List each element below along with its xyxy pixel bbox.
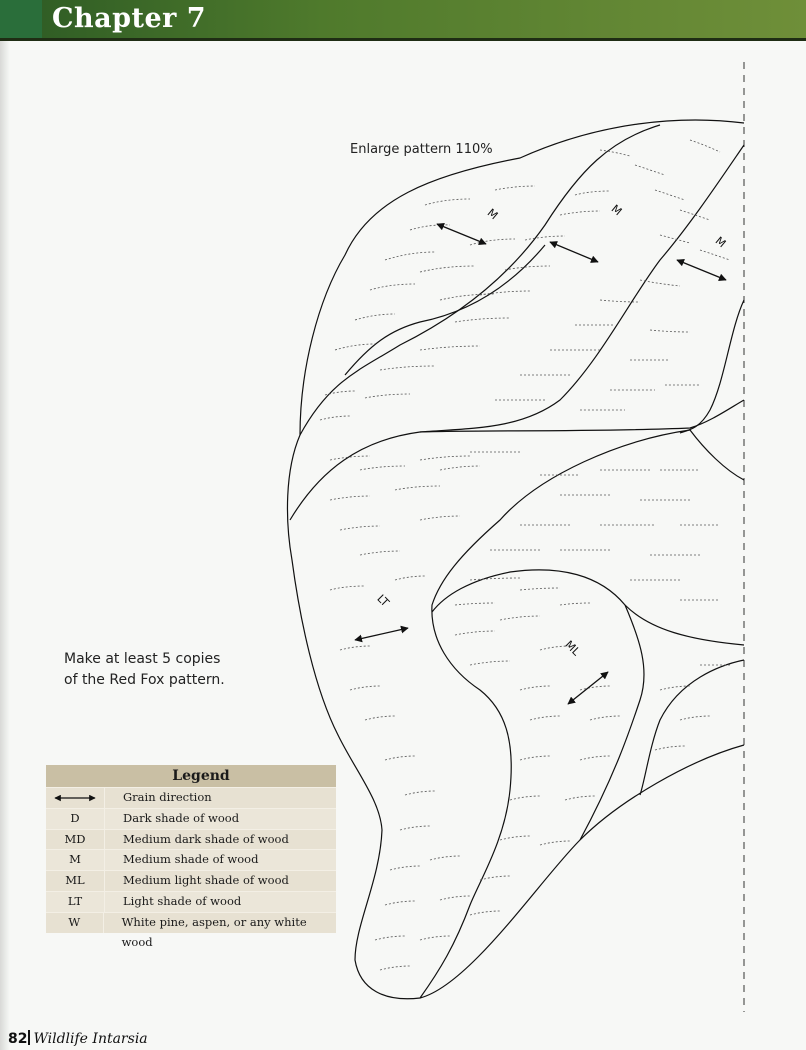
legend-key: ML [46, 871, 105, 891]
pattern-line-1 [299, 124, 661, 436]
legend-key: LT [46, 891, 105, 912]
piece-label-ml: ML [562, 638, 583, 659]
legend-row: LT Light shade of wood [46, 890, 336, 912]
legend-key: MD [46, 829, 105, 850]
book-title: Wildlife Intarsia [33, 1031, 148, 1047]
enlarge-note: Enlarge pattern 110% [350, 142, 493, 157]
legend-key: D [46, 808, 105, 829]
legend-desc: Light shade of wood [123, 893, 242, 908]
grain-arrow-ml [567, 671, 609, 705]
pattern-outline [286, 119, 745, 1000]
copies-note-line-2: of the Red Fox pattern. [64, 672, 225, 688]
pattern-line-9 [579, 604, 645, 841]
piece-label-m3: M [713, 234, 729, 250]
pattern-line-2 [344, 244, 546, 376]
pattern-line-4 [679, 299, 745, 434]
piece-label-lt: LT [374, 592, 391, 609]
grain-arrow-m2 [549, 241, 599, 263]
legend-desc: Dark shade of wood [123, 810, 240, 825]
legend-row: ML Medium light shade of wood [46, 870, 336, 891]
copies-note-line-1: Make at least 5 copies [64, 651, 221, 667]
legend-key: W [46, 912, 104, 933]
pattern-line-10 [639, 659, 745, 796]
grain-arrows [354, 223, 727, 705]
copies-note: Make at least 5 copies of the Red Fox pa… [64, 649, 264, 691]
legend-row: W White pine, aspen, or any white wood [46, 911, 336, 949]
legend-row: Grain direction [46, 787, 336, 808]
grain-arrow-m3 [676, 259, 727, 281]
grain-arrow-lt [354, 625, 409, 643]
legend-row: D Dark shade of wood [46, 807, 336, 829]
grain-arrow-m1 [436, 223, 487, 245]
pattern-line-3 [289, 144, 745, 521]
pattern-line-6 [689, 429, 745, 481]
pattern-line-5 [419, 399, 745, 433]
grain-hatching [319, 139, 731, 971]
legend-row: M Medium shade of wood [46, 849, 336, 871]
legend-desc: Medium light shade of wood [123, 873, 289, 888]
chapter-header-tab [0, 0, 42, 40]
page-binding-shadow [0, 0, 10, 1050]
legend-table: Legend Grain direction D Dark shade of w… [46, 765, 336, 949]
legend-desc: Medium shade of wood [123, 852, 259, 867]
legend-title: Legend [46, 765, 336, 787]
chapter-title: Chapter 7 [52, 3, 207, 34]
legend-desc: White pine, aspen, or any white wood [121, 914, 307, 949]
chapter-header-bar: Chapter 7 [0, 0, 806, 41]
pattern-line-7 [419, 429, 691, 999]
footer-separator [28, 1030, 31, 1045]
pattern-line-8 [431, 569, 745, 646]
double-arrow-icon [54, 794, 96, 802]
page-number: 82 [8, 1031, 28, 1047]
piece-label-m2: M [609, 202, 625, 218]
legend-desc-grain: Grain direction [123, 790, 212, 804]
page-footer: 82 Wildlife Intarsia [8, 1030, 148, 1047]
header-rule [0, 38, 806, 41]
legend-key: M [46, 850, 105, 871]
legend-desc: Medium dark shade of wood [123, 831, 289, 846]
piece-label-m1: M [485, 206, 501, 222]
legend-key-grain [46, 788, 105, 808]
legend-row: MD Medium dark shade of wood [46, 828, 336, 850]
